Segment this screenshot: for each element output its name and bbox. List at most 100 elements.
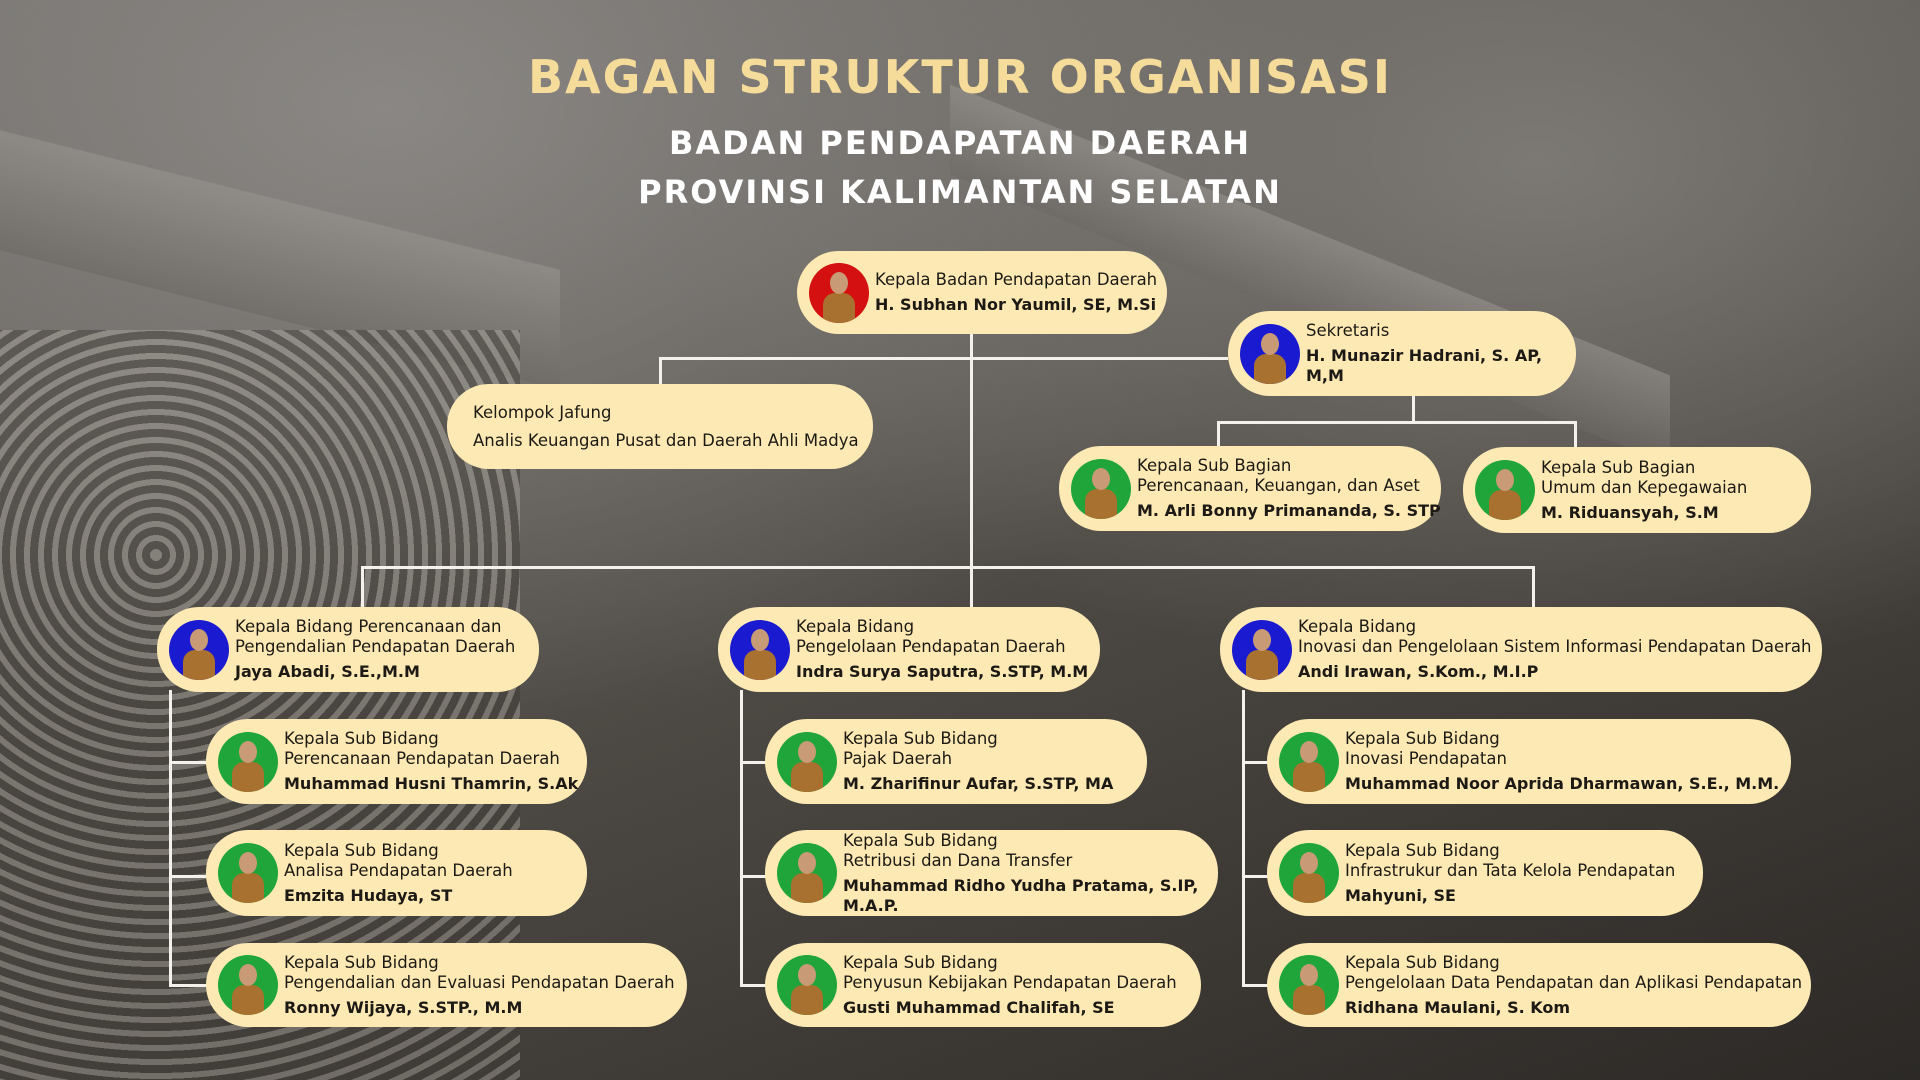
person-name: Andi Irawan, S.Kom., M.I.P bbox=[1298, 662, 1539, 681]
connector-line bbox=[1532, 566, 1535, 608]
position-title: Kepala Sub Bidang bbox=[843, 952, 998, 972]
connector-line bbox=[169, 761, 207, 764]
person-name: Ronny Wijaya, S.STP., M.M bbox=[284, 997, 523, 1017]
position-title: Kepala Bidang Perencanaan dan bbox=[235, 617, 502, 636]
chart-subtitle-agency: BADAN PENDAPATAN DAERAH bbox=[668, 124, 1252, 162]
avatar bbox=[218, 731, 278, 792]
connector-line bbox=[1412, 396, 1415, 423]
connector-line bbox=[740, 875, 766, 878]
connector-line bbox=[169, 875, 207, 878]
person-name: M. Riduansyah, S.M bbox=[1541, 502, 1719, 522]
position-title: Kepala Bidang bbox=[1298, 617, 1417, 636]
connector-line bbox=[740, 761, 766, 764]
position-title: Kepala Sub Bidang bbox=[284, 840, 439, 860]
avatar bbox=[1279, 843, 1339, 903]
position-title: Kepala Sub Bidang bbox=[843, 830, 998, 850]
position-title: Pengendalian dan Evaluasi Pendapatan Dae… bbox=[284, 972, 675, 992]
connector-line bbox=[1242, 761, 1268, 764]
connector-line bbox=[1217, 421, 1220, 447]
connector-line bbox=[740, 984, 766, 987]
person-name: M. Arli Bonny Primananda, S. STP bbox=[1137, 501, 1441, 520]
position-title: Inovasi Pendapatan bbox=[1345, 749, 1507, 768]
connector-line bbox=[1574, 421, 1577, 448]
connector-line bbox=[1218, 421, 1576, 424]
position-title: Perencanaan, Keuangan, dan Aset bbox=[1137, 476, 1420, 495]
avatar bbox=[169, 619, 229, 680]
position-title: Retribusi dan Dana Transfer bbox=[843, 850, 1073, 870]
position-title: Pengelolaan Data Pendapatan dan Aplikasi… bbox=[1345, 972, 1803, 992]
position-title: Pengendalian Pendapatan Daerah bbox=[235, 637, 516, 656]
avatar bbox=[1232, 619, 1292, 680]
connector-line bbox=[740, 690, 743, 986]
chart-title: BAGAN STRUKTUR ORGANISASI bbox=[527, 50, 1393, 104]
position-title: Pengelolaan Pendapatan Daerah bbox=[796, 637, 1066, 656]
position-title: Perencanaan Pendapatan Daerah bbox=[284, 749, 560, 768]
position-title: Infrastrukur dan Tata Kelola Pendapatan bbox=[1345, 860, 1676, 880]
chart-subtitle-province: PROVINSI KALIMANTAN SELATAN bbox=[638, 173, 1282, 211]
avatar bbox=[1240, 323, 1300, 384]
avatar bbox=[1279, 731, 1339, 792]
position-title: Kepala Sub Bidang bbox=[1345, 840, 1500, 860]
connector-line bbox=[1242, 984, 1268, 987]
position-description: Analis Keuangan Pusat dan Daerah Ahli Ma… bbox=[473, 430, 859, 450]
avatar bbox=[777, 955, 837, 1015]
position-title: Kepala Sub Bidang bbox=[1345, 952, 1500, 972]
position-title: Kepala Sub Bidang bbox=[1345, 729, 1500, 748]
position-title: Analisa Pendapatan Daerah bbox=[284, 860, 513, 880]
position-title: Kepala Bidang bbox=[796, 617, 915, 636]
person-name: Emzita Hudaya, ST bbox=[284, 885, 453, 905]
connector-line bbox=[659, 357, 662, 385]
person-name: Gusti Muhammad Chalifah, SE bbox=[843, 997, 1115, 1017]
connector-line bbox=[169, 690, 172, 986]
person-name: Muhammad Noor Aprida Dharmawan, S.E., M.… bbox=[1345, 774, 1780, 793]
avatar bbox=[1279, 955, 1339, 1015]
connector-line bbox=[970, 334, 973, 608]
position-title: Kepala Sub Bagian bbox=[1541, 457, 1696, 477]
connector-line bbox=[660, 357, 1228, 360]
avatar bbox=[730, 619, 790, 680]
connector-line bbox=[1242, 690, 1245, 986]
avatar bbox=[1071, 458, 1131, 519]
person-name: Ridhana Maulani, S. Kom bbox=[1345, 997, 1571, 1017]
position-title: Inovasi dan Pengelolaan Sistem Informasi… bbox=[1298, 637, 1812, 656]
org-node-kepala: Kepala Badan Pendapatan Daerah H. Subhan … bbox=[797, 251, 1167, 334]
person-name: Indra Surya Saputra, S.STP, M.M bbox=[796, 662, 1089, 681]
connector-line bbox=[1242, 875, 1268, 878]
position-title: Kepala Sub Bagian bbox=[1137, 456, 1292, 475]
position-title: Kepala Badan Pendapatan Daerah bbox=[875, 270, 1158, 289]
person-name: H. Subhan Nor Yaumil, SE, M.Si bbox=[875, 295, 1157, 314]
position-title: Kepala Sub Bidang bbox=[284, 952, 439, 972]
person-name: H. Munazir Hadrani, S. AP, M,M bbox=[1306, 346, 1543, 385]
person-name: Mahyuni, SE bbox=[1345, 885, 1456, 905]
connector-line bbox=[169, 984, 207, 987]
avatar bbox=[218, 843, 278, 903]
avatar bbox=[218, 955, 278, 1015]
avatar bbox=[777, 731, 837, 792]
person-name: Jaya Abadi, S.E.,M.M bbox=[235, 662, 420, 681]
position-title: Penyusun Kebijakan Pendapatan Daerah bbox=[843, 972, 1177, 992]
avatar bbox=[809, 262, 869, 323]
position-title: Kepala Sub Bidang bbox=[843, 729, 998, 748]
position-title: Kelompok Jafung bbox=[473, 402, 612, 422]
position-title: Kepala Sub Bidang bbox=[284, 729, 439, 748]
avatar bbox=[777, 843, 837, 903]
position-title: Umum dan Kepegawaian bbox=[1541, 477, 1748, 497]
connector-line bbox=[361, 566, 364, 608]
person-name: M. Zharifinur Aufar, S.STP, MA bbox=[843, 774, 1114, 793]
connector-line bbox=[362, 566, 1534, 569]
position-title: Pajak Daerah bbox=[843, 749, 953, 768]
